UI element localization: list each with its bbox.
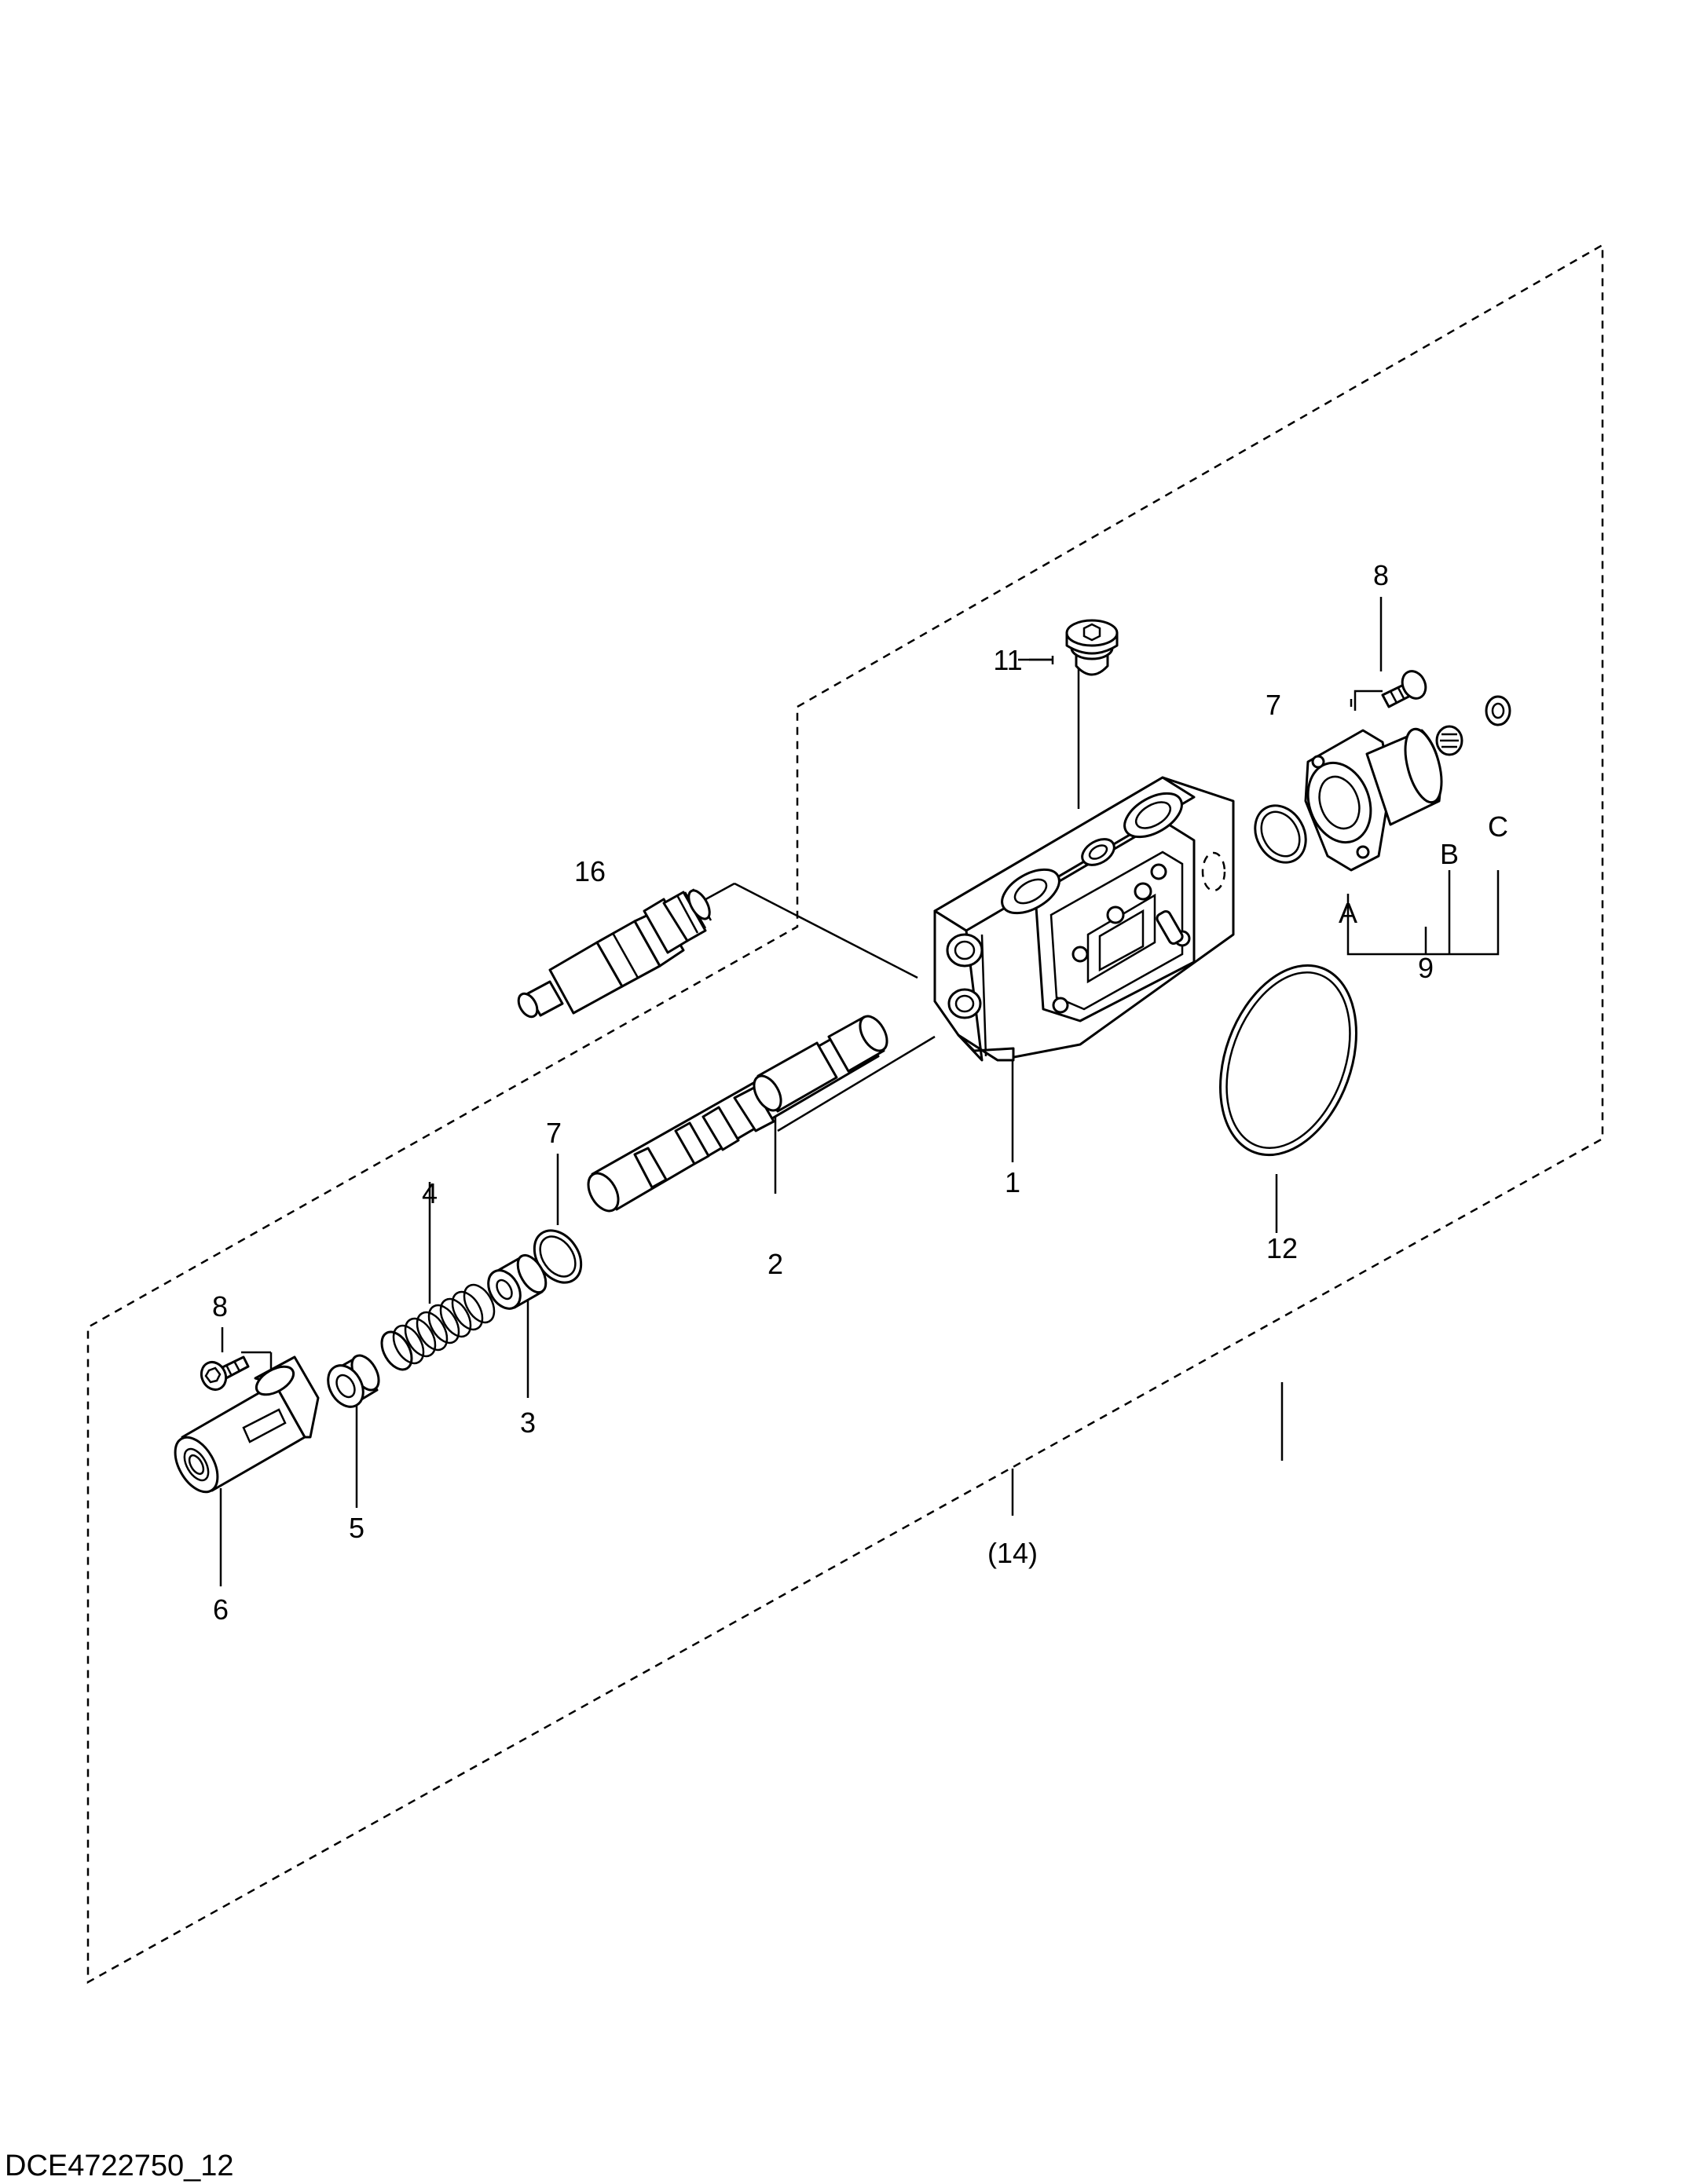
o-ring-inner-7-right [1260, 810, 1301, 858]
filter-part-9b [1435, 725, 1463, 756]
cap-part-6 [174, 1355, 320, 1494]
spring-seat-part-3 [487, 1253, 548, 1310]
callout-8-top: 8 [1373, 559, 1389, 591]
callout-c: C [1488, 810, 1508, 843]
o-ring-part-12 [1219, 964, 1357, 1157]
o-ring-inner-7-left [539, 1235, 577, 1278]
cover-part-9a [1304, 727, 1443, 872]
callout-a: A [1339, 897, 1357, 929]
bolt-part-8-top [1381, 670, 1427, 708]
callout-14: (14) [987, 1537, 1038, 1569]
valve-housing-part-1 [933, 776, 1235, 1062]
relief-valve-part-16 [517, 888, 712, 1019]
callout-6: 6 [213, 1593, 229, 1626]
callout-2: 2 [767, 1248, 783, 1280]
callout-12: 12 [1266, 1232, 1298, 1264]
callout-3: 3 [520, 1407, 536, 1439]
spring-seat-part-5 [327, 1354, 380, 1408]
callout-7-left: 7 [546, 1117, 562, 1149]
washer-part-9c [1485, 695, 1511, 726]
plug-part-11 [1065, 619, 1119, 676]
spool-part-2 [587, 1015, 888, 1213]
callout-9: 9 [1418, 952, 1434, 984]
assembly-14-boundary [86, 243, 1604, 1985]
drawing-code: DCE4722750_12 [5, 2149, 234, 2182]
callout-b: B [1440, 838, 1459, 870]
callout-5: 5 [349, 1512, 364, 1544]
callout-4: 4 [422, 1177, 438, 1209]
o-ring-inner-12 [1225, 971, 1351, 1150]
callout-1: 1 [1005, 1166, 1020, 1198]
o-ring-part-7-right [1254, 804, 1307, 864]
callout-8-left: 8 [212, 1290, 228, 1322]
callout-7-right: 7 [1266, 689, 1281, 721]
bolt-part-8-left [200, 1355, 250, 1392]
callout-16: 16 [574, 855, 606, 887]
callout-11: 11 [993, 644, 1022, 676]
spring-part-4 [380, 1283, 496, 1371]
callout-labels: 1 2 3 4 5 6 7 7 8 8 9 11 12 (14) 16 A B … [212, 559, 1508, 1626]
